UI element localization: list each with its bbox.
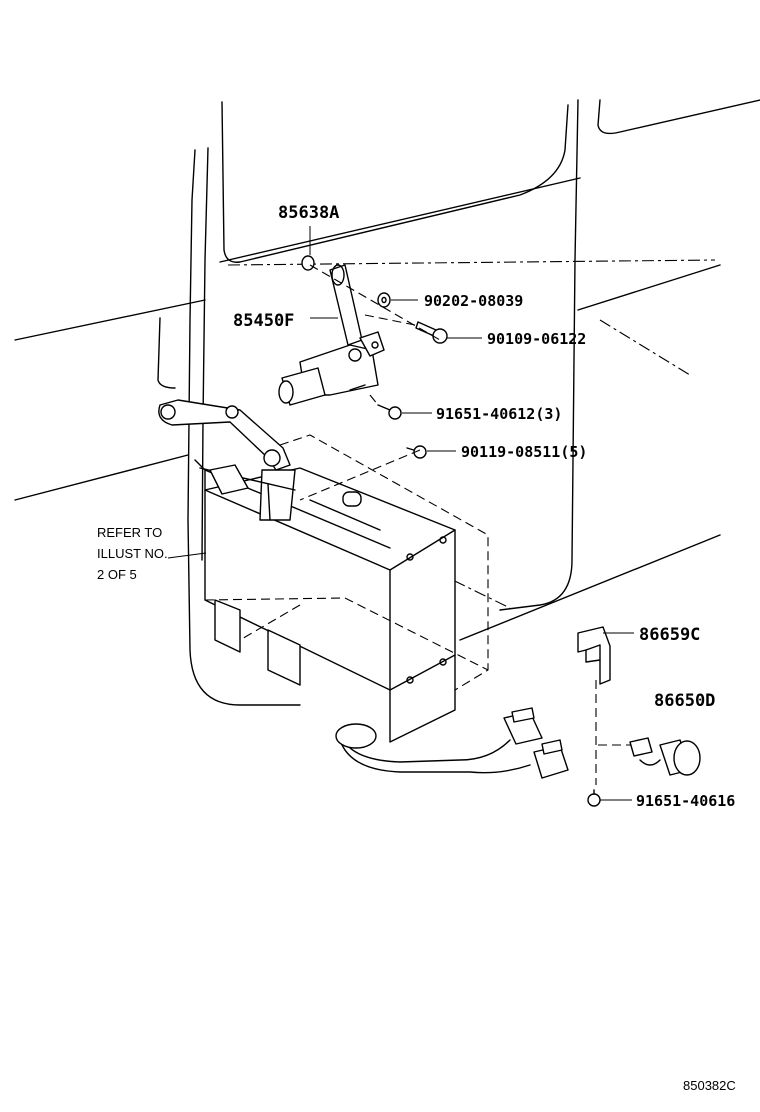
- reference-note-line2: ILLUST NO.: [97, 546, 168, 561]
- reference-note-line1: REFER TO: [97, 525, 162, 540]
- wire-harness: [335, 707, 569, 779]
- dashed-envelope: [204, 434, 489, 691]
- part-label-85450f: 85450F: [233, 311, 294, 331]
- bracket: [577, 626, 611, 685]
- vehicle-body-outline: [14, 99, 760, 706]
- part-label-90109-06122: 90109-06122: [487, 330, 586, 348]
- part-label-86650d: 86650D: [654, 691, 715, 711]
- sensor: [629, 737, 701, 776]
- hardware-fasteners: [301, 255, 601, 807]
- part-label-91651-40616: 91651-40616: [636, 792, 735, 810]
- part-label-86659c: 86659C: [639, 625, 700, 645]
- part-label-85638a: 85638A: [278, 203, 339, 223]
- control-box: [194, 459, 456, 743]
- illustration-code: 850382C: [683, 1078, 736, 1093]
- reference-note-line3: 2 OF 5: [97, 567, 137, 582]
- part-label-90202-08039: 90202-08039: [424, 292, 523, 310]
- part-label-90119-08511: 90119-08511(5): [461, 443, 587, 461]
- linkage-arm: [158, 399, 296, 521]
- leader-lines: [167, 226, 634, 801]
- part-label-91651-40612: 91651-40612(3): [436, 405, 562, 423]
- actuator-motor: [278, 264, 385, 406]
- assembly-lines: [299, 264, 638, 785]
